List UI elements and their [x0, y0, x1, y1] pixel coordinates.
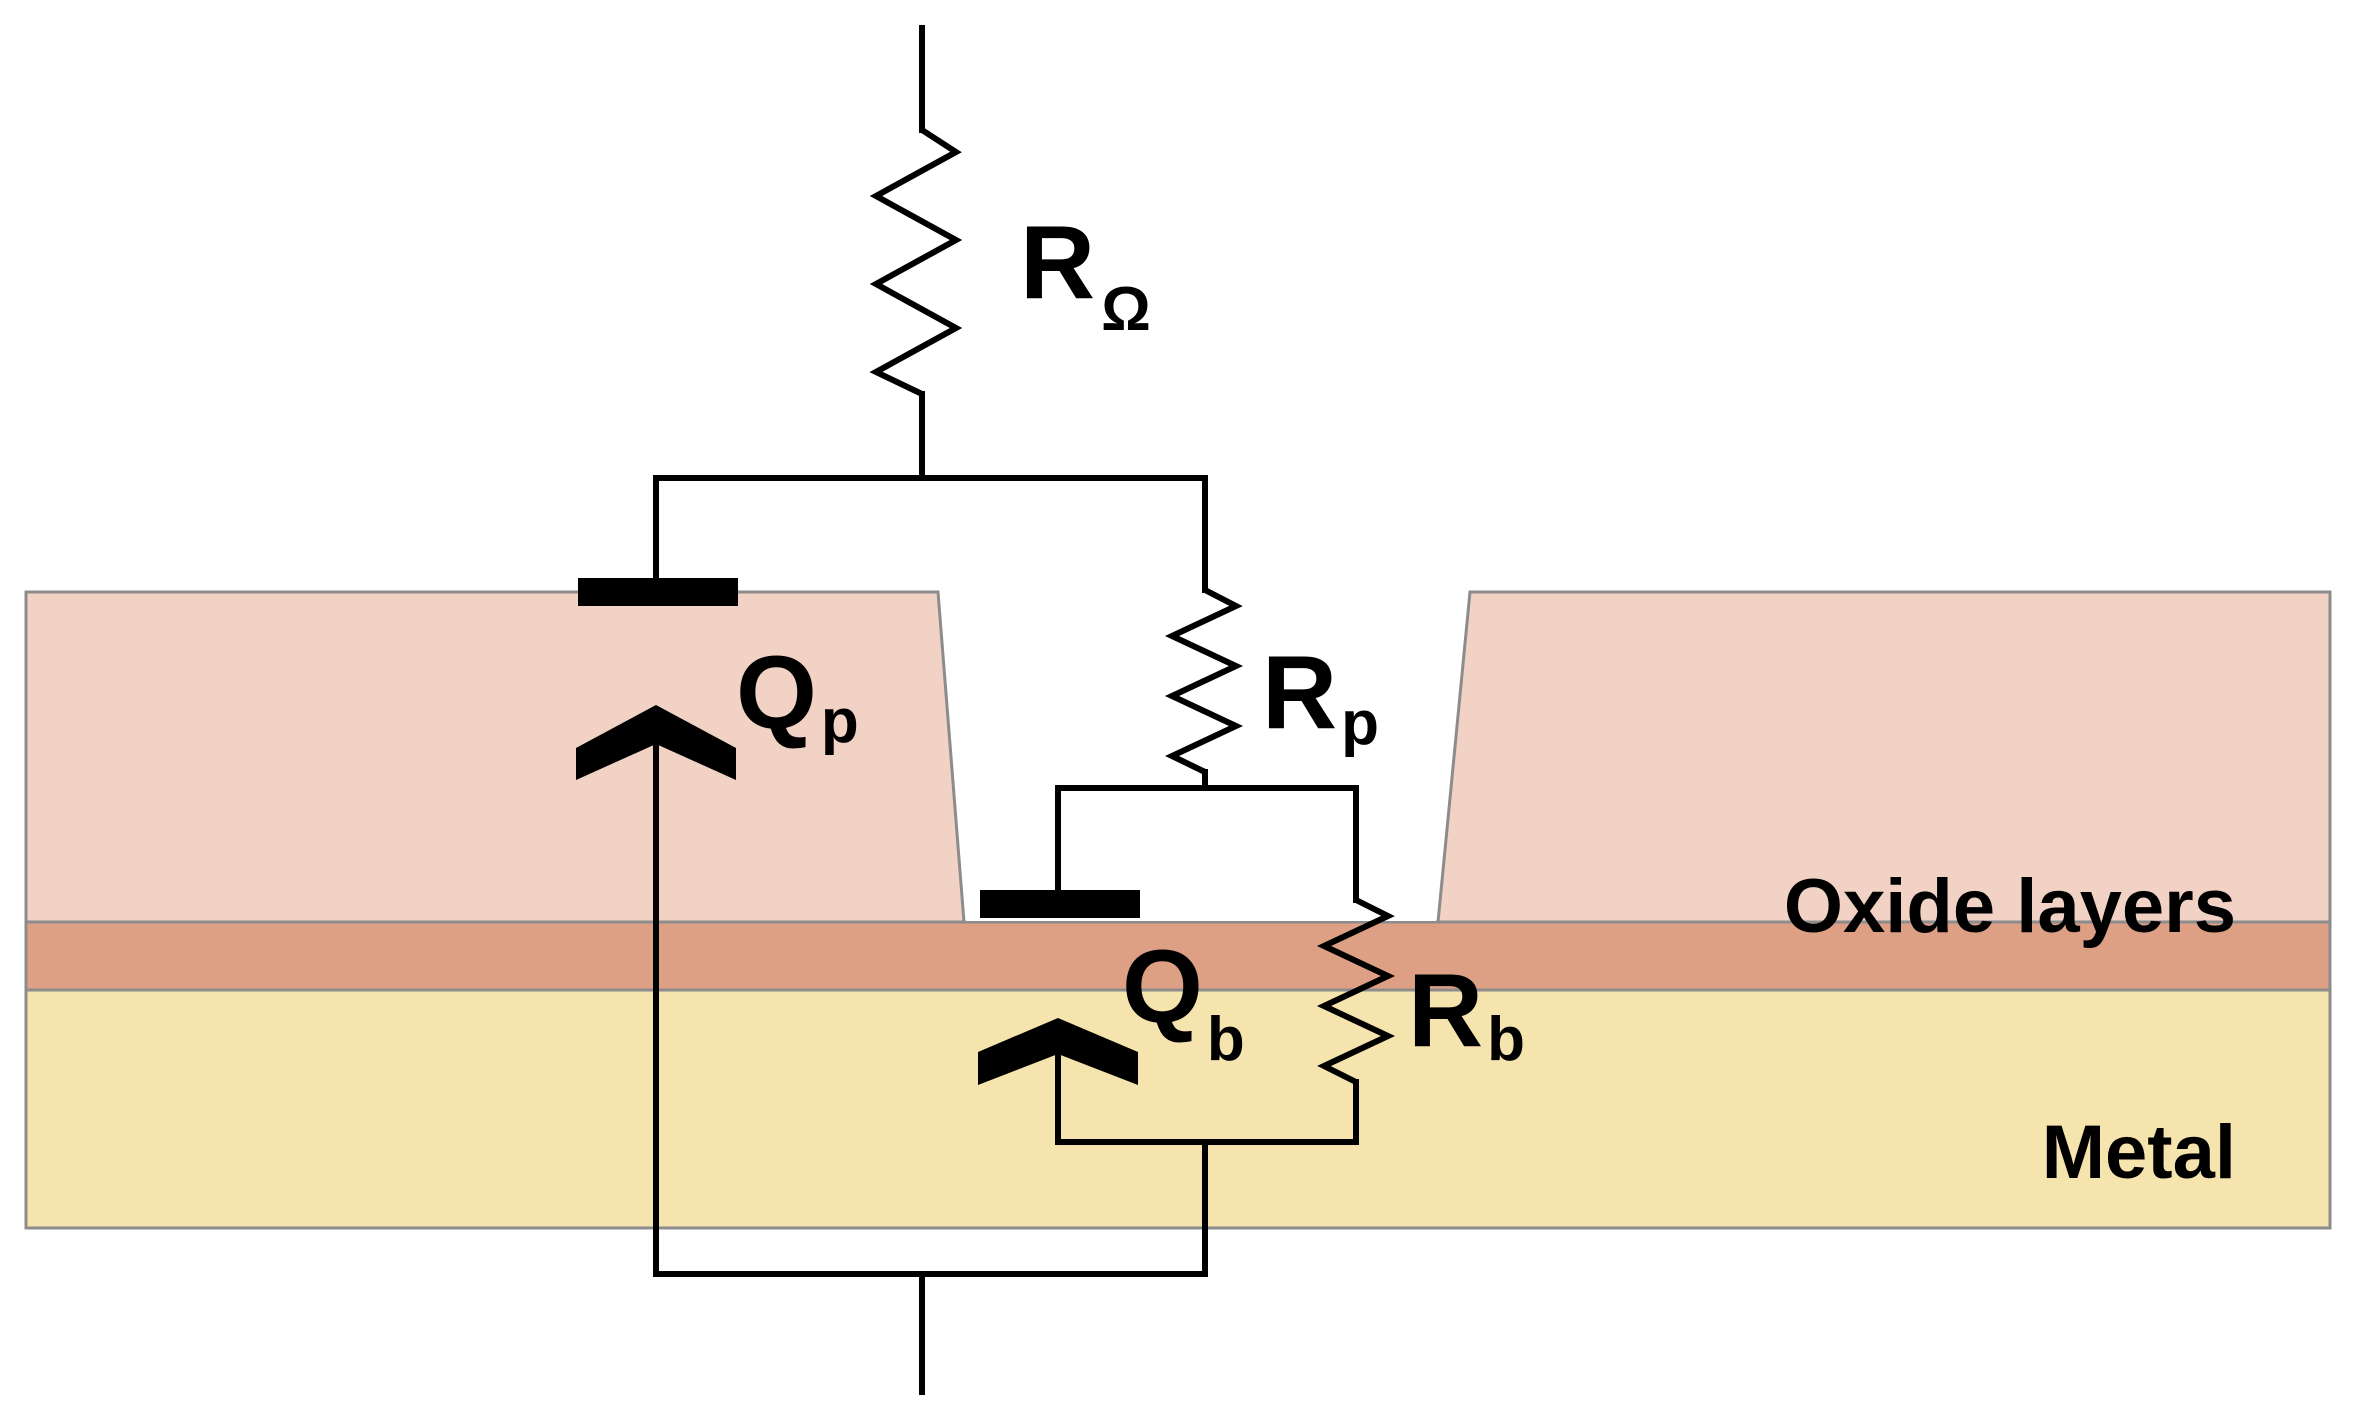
- label-r-p-sub: p: [1341, 689, 1379, 758]
- resistor-r-p: [1164, 587, 1244, 775]
- layer-labels: Oxide layers Metal: [1784, 864, 2236, 1195]
- porous-oxide-layer-right: [1436, 590, 2332, 924]
- component-labels: RΩ Rp Qp Qb Rb: [736, 205, 1525, 1074]
- label-r-b: Rb: [1408, 953, 1525, 1074]
- metal-layer: [24, 988, 2332, 1230]
- qp-top-plate: [578, 578, 738, 606]
- label-r-b-sub: b: [1487, 1005, 1525, 1074]
- label-q-b-main: Q: [1122, 929, 1203, 1045]
- label-q-b: Qb: [1122, 929, 1245, 1074]
- label-r-omega: RΩ: [1020, 205, 1151, 344]
- label-r-b-main: R: [1408, 953, 1483, 1069]
- label-r-p: Rp: [1262, 635, 1379, 758]
- porous-oxide-layer-left: [24, 590, 966, 924]
- circuit: [576, 25, 1396, 1395]
- label-q-p-sub: p: [821, 687, 859, 756]
- barrier-oxide-layer: [24, 920, 2332, 992]
- label-r-p-main: R: [1262, 635, 1337, 751]
- label-q-b-sub: b: [1207, 1005, 1245, 1074]
- resistor-r-b: [1316, 897, 1396, 1085]
- resistor-r-omega: [869, 127, 963, 397]
- layers: [24, 590, 2332, 1230]
- label-q-p: Qp: [736, 635, 859, 756]
- wire-qb-to-inner-bottom: [1055, 1051, 1359, 1145]
- metal-label: Metal: [2042, 1110, 2236, 1195]
- qb-top-plate: [980, 890, 1140, 918]
- oxide-layers-label: Oxide layers: [1784, 864, 2236, 949]
- label-q-p-main: Q: [736, 635, 817, 751]
- label-r-omega-sub: Ω: [1101, 275, 1151, 344]
- label-r-omega-main: R: [1020, 205, 1095, 321]
